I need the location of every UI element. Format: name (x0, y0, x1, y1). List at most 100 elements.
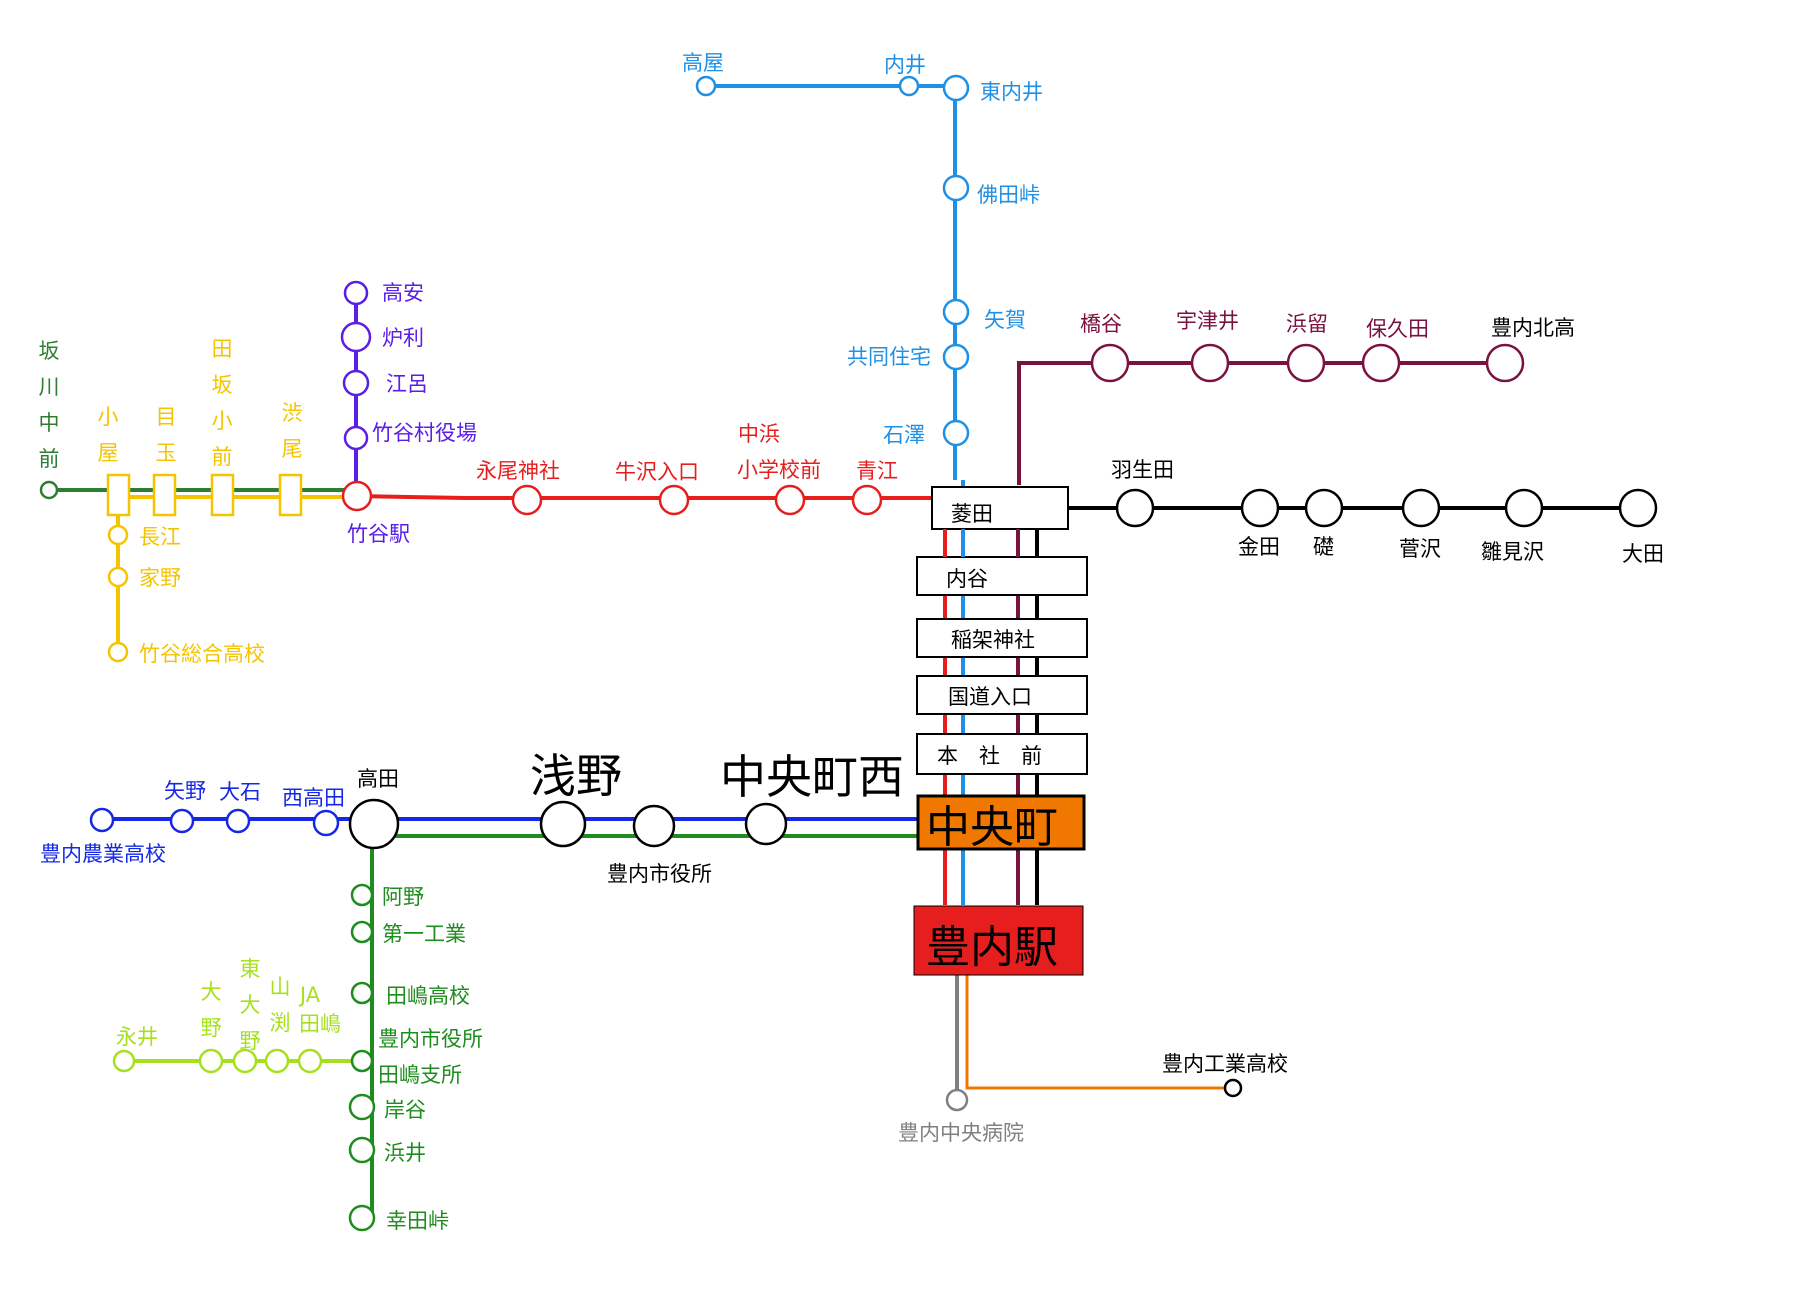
hishida-box[interactable] (931, 486, 1069, 530)
label-inaka-jinja: 稲架神社 (951, 628, 1035, 652)
svg-text:野: 野 (240, 1029, 261, 1053)
station-kaneda-marker[interactable] (1240, 488, 1280, 528)
station-hamai-marker[interactable] (348, 1136, 376, 1164)
station-ushizawa-iriguchi-marker[interactable] (658, 484, 690, 516)
station-toyouchi-byoin-marker[interactable] (945, 1088, 969, 1112)
station-hanamizawa-marker[interactable] (1504, 488, 1544, 528)
station-asano-marker[interactable] (539, 800, 587, 848)
station-aoe-marker[interactable] (851, 484, 883, 516)
station-koda-toge-marker[interactable] (348, 1204, 376, 1232)
label-ero: 江呂 (386, 372, 428, 396)
label-ano: 阿野 (382, 885, 424, 909)
station-butsuda-toge-marker[interactable] (942, 174, 970, 202)
label-chuo-cho: 中央町 (926, 802, 1058, 853)
station-yamabuchi-marker[interactable] (264, 1048, 290, 1074)
yellow-labels: 小 屋 目 玉 田 坂 小 前 渋 尾 (98, 337, 303, 469)
label-butsuda-toge: 佛田峠 (977, 183, 1040, 207)
label-takeya-sogo: 竹谷総合高校 (139, 642, 265, 666)
station-ano-marker[interactable] (350, 883, 374, 907)
station-takaya-marker[interactable] (695, 75, 717, 97)
label-tajima-shisho: 田嶋支所 (378, 1063, 462, 1087)
sky-stations (695, 74, 970, 447)
station-ero-marker[interactable] (342, 369, 370, 397)
station-sugasawa-marker[interactable] (1401, 488, 1441, 528)
station-yano-marker[interactable] (169, 808, 195, 834)
station-nagai-marker[interactable] (112, 1049, 136, 1073)
station-koya-marker[interactable] (106, 473, 131, 517)
inaka-jinja-box[interactable] (916, 618, 1088, 658)
label-toyouchi-hokko: 豊内北高 (1491, 316, 1575, 340)
station-kano-marker[interactable] (107, 566, 129, 588)
station-tasaka-marker[interactable] (210, 473, 235, 517)
svg-text:中: 中 (39, 411, 60, 435)
station-higashi-ono-marker[interactable] (232, 1048, 258, 1074)
label-ota: 大田 (1622, 542, 1664, 566)
station-tajima-koko-marker[interactable] (350, 981, 374, 1005)
station-hashitani-marker[interactable] (1090, 343, 1130, 383)
station-hokuda-marker[interactable] (1361, 343, 1401, 383)
maroon-labels: 橋谷 宇津井 浜留 保久田 (1080, 309, 1429, 341)
chuo-cho-box[interactable] (916, 794, 1086, 851)
purple-labels: 高安 炉利 江呂 竹谷村役場 竹谷駅 (347, 281, 477, 546)
label-uchitani: 内谷 (946, 567, 988, 591)
station-takeya-eki-marker[interactable] (341, 480, 373, 512)
station-takeya-yakuba-marker[interactable] (343, 425, 369, 451)
station-toyouchi-hokko-marker[interactable] (1485, 343, 1525, 383)
station-ja-tajima-marker[interactable] (297, 1048, 323, 1074)
station-takeya-sogo-marker[interactable] (107, 641, 129, 663)
red-labels: 永尾神社 牛沢入口 中浜 小学校前 青江 (476, 422, 898, 484)
label-koda-toge: 幸田峠 (386, 1209, 449, 1233)
orange-line (965, 975, 1233, 1090)
station-oishi-marker[interactable] (225, 808, 251, 834)
station-hanyuda-marker[interactable] (1115, 488, 1155, 528)
label-kishitani: 岸谷 (384, 1098, 426, 1122)
station-daiichi-kogyo-marker[interactable] (350, 920, 374, 944)
station-takada-marker[interactable] (348, 798, 400, 850)
station-shibuo-marker[interactable] (278, 473, 303, 517)
maroon-stations (1090, 343, 1525, 383)
honsha-mae-box[interactable] (916, 733, 1088, 775)
station-rori-marker[interactable] (340, 321, 372, 353)
label-toyouchi-nogyo: 豊内農業高校 (40, 842, 166, 866)
station-shiyakusho-marker[interactable] (632, 804, 676, 848)
station-shiyakusho-2-marker[interactable] (350, 1049, 374, 1073)
station-toyouchi-kogyo-marker[interactable] (1223, 1078, 1243, 1098)
station-ota-marker[interactable] (1618, 488, 1658, 528)
label-medama-1: 目 (156, 405, 177, 429)
station-higashi-uchii-marker[interactable] (942, 74, 970, 102)
label-hishida: 菱田 (951, 502, 993, 526)
station-ono-marker[interactable] (198, 1048, 224, 1074)
station-chuo-nishi-marker[interactable] (744, 802, 788, 846)
yellow-branch-labels: 長江 家野 竹谷総合高校 (139, 525, 265, 666)
label-tajima-koko: 田嶋高校 (386, 984, 470, 1008)
station-uchii-marker[interactable] (898, 75, 920, 97)
svg-text:大: 大 (240, 993, 261, 1017)
label-nakahama-2: 小学校前 (737, 458, 821, 482)
station-sakagawa-marker[interactable] (39, 480, 59, 500)
station-ishizue-marker[interactable] (1304, 488, 1344, 528)
station-nakahama-marker[interactable] (774, 484, 806, 516)
label-takaya: 高屋 (682, 51, 724, 75)
station-ishizawa-marker[interactable] (942, 419, 970, 447)
station-yaga-marker[interactable] (942, 298, 970, 326)
station-kyodo-jutaku-marker[interactable] (942, 343, 970, 371)
station-utsui-marker[interactable] (1190, 343, 1230, 383)
label-toyouchi-byoin: 豊内中央病院 (898, 1121, 1024, 1145)
label-kokudo-iriguchi: 国道入口 (948, 685, 1032, 709)
kokudo-iriguchi-box[interactable] (916, 675, 1088, 715)
label-nagai: 永井 (116, 1025, 158, 1049)
green-stations (348, 883, 376, 1232)
label-medama-2: 玉 (156, 441, 177, 465)
station-takayasu-marker[interactable] (343, 280, 369, 306)
uchitani-box[interactable] (916, 556, 1088, 596)
toyouchi-eki-box[interactable] (913, 905, 1084, 976)
station-hamadome-marker[interactable] (1286, 343, 1326, 383)
station-medama-marker[interactable] (152, 473, 177, 517)
station-nishi-takada-marker[interactable] (312, 809, 340, 837)
label-ishizawa: 石澤 (883, 423, 925, 447)
station-kishitani-marker[interactable] (348, 1093, 376, 1121)
station-nagae-marker[interactable] (107, 524, 129, 546)
station-nagao-jinja-marker[interactable] (511, 484, 543, 516)
station-toyouchi-nogyo-marker[interactable] (89, 807, 115, 833)
blue-labels: 矢野 大石 西高田 豊内農業高校 (40, 779, 345, 866)
